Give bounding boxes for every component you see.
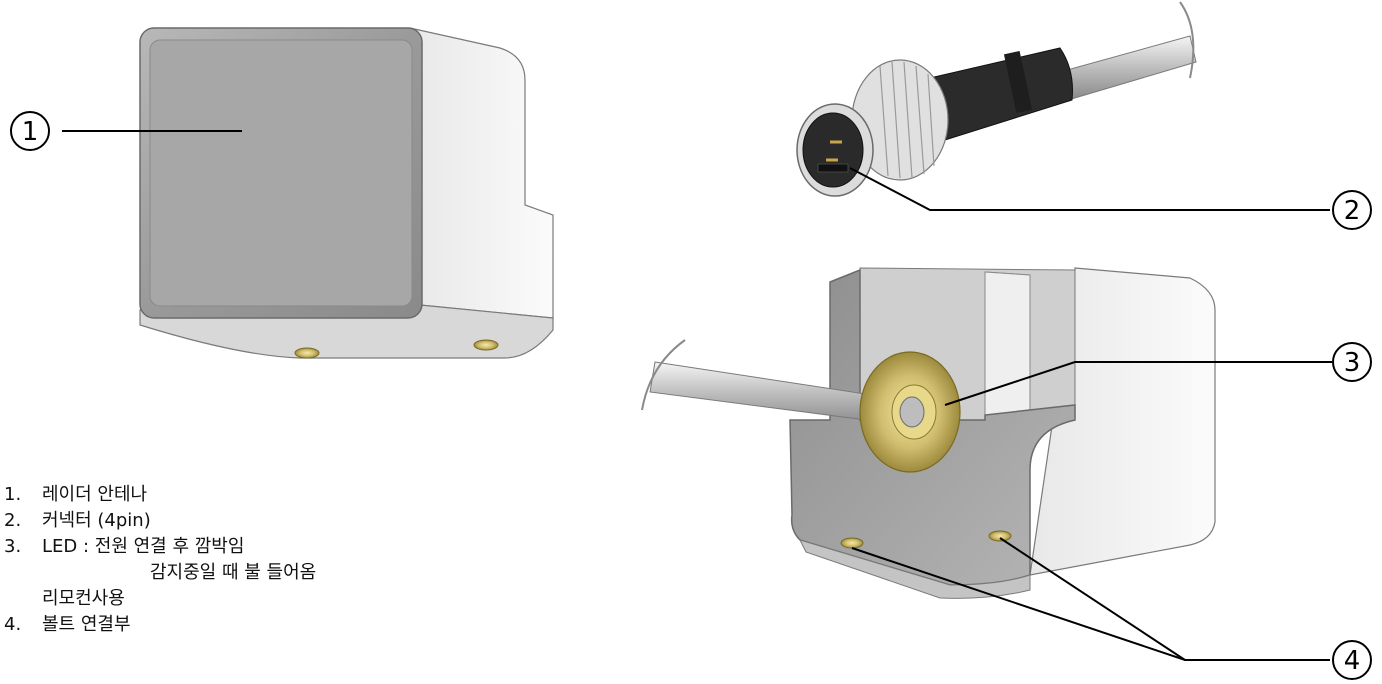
callout-3: 3 [1332,342,1372,382]
callout-number-3: 3 [1344,348,1361,378]
legend-text: 볼트 연결부 [42,614,131,635]
legend-item-1: 1. 레이더 안테나 [4,482,316,508]
legend-item-3-continuation: 감지중일 때 불 들어옴 [4,560,316,586]
callout-4: 4 [1332,640,1372,680]
legend-number: 2. [4,510,22,531]
leader-line-2 [849,167,1330,211]
radar-rear-device [641,267,1216,599]
legend-number: 4. [4,614,22,635]
leader-line-4b [999,537,1186,661]
callout-1: 1 [10,111,50,151]
callout-number-4: 4 [1344,646,1361,676]
connector-device [796,1,1197,197]
callout-number-1: 1 [22,117,39,147]
legend-text: 레이더 안테나 [42,484,148,505]
legend-number: 3. [4,536,22,557]
legend-remote-note: 리모컨사용 [4,586,316,612]
callout-number-2: 2 [1344,196,1361,226]
legend-text: LED : 전원 연결 후 깜박임 [42,536,245,557]
legend-item-3: 3. LED : 전원 연결 후 깜박임 [4,534,316,560]
legend-item-4: 4. 볼트 연결부 [4,612,316,638]
leader-line-3 [944,361,1332,406]
legend-number: 1. [4,484,22,505]
legend-item-2: 2. 커넥터 (4pin) [4,508,316,534]
parts-legend: 1. 레이더 안테나 2. 커넥터 (4pin) 3. LED : 전원 연결 … [4,482,316,638]
legend-text: 감지중일 때 불 들어옴 [150,562,317,583]
legend-text: 리모컨사용 [42,588,125,609]
radar-antenna-device [139,27,554,359]
callout-2: 2 [1332,190,1372,230]
legend-text: 커넥터 (4pin) [42,510,151,531]
